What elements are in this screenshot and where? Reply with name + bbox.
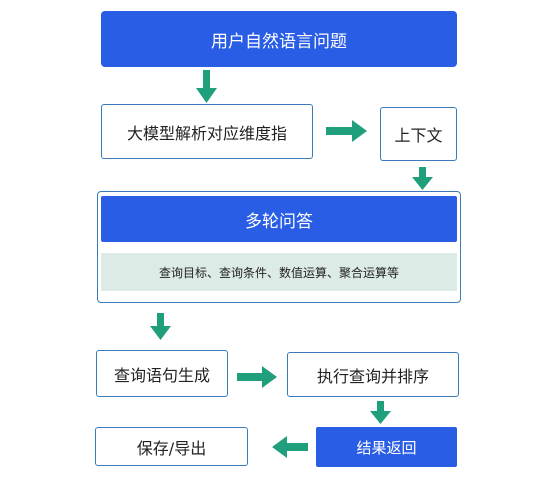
- exec-sort-node: 执行查询并排序: [287, 352, 459, 397]
- query-gen-node: 查询语句生成: [96, 350, 228, 397]
- arrow-parse-to-context: [326, 120, 367, 142]
- exec-sort-label: 执行查询并排序: [316, 366, 429, 386]
- user-question-node: 用户自然语言问题: [101, 11, 457, 67]
- llm-parse-node: 大模型解析对应维度指: [101, 104, 313, 159]
- multi-round-label: 多轮问答: [245, 211, 313, 232]
- save-export-node: 保存/导出: [95, 427, 248, 466]
- arrow-context-to-multi: [412, 167, 433, 190]
- result-return-label: 结果返回: [356, 438, 417, 457]
- arrow-query-to-exec: [237, 366, 277, 388]
- arrow-multi-to-query: [150, 313, 171, 340]
- query-gen-label: 查询语句生成: [113, 365, 210, 385]
- arrow-exec-to-result: [370, 401, 391, 424]
- result-return-node: 结果返回: [316, 427, 457, 467]
- multi-round-header: 多轮问答: [101, 196, 457, 242]
- context-node: 上下文: [380, 107, 457, 161]
- multi-round-detail-label: 查询目标、查询条件、数值运算、聚合运算等: [158, 265, 399, 280]
- save-export-label: 保存/导出: [136, 438, 207, 458]
- user-question-label: 用户自然语言问题: [211, 31, 347, 52]
- arrow-result-to-save: [272, 436, 308, 458]
- arrow-question-to-parse: [196, 70, 217, 103]
- multi-round-detail-band: 查询目标、查询条件、数值运算、聚合运算等: [101, 253, 457, 291]
- context-label: 上下文: [394, 126, 443, 145]
- multi-round-container: 多轮问答 查询目标、查询条件、数值运算、聚合运算等: [97, 191, 461, 303]
- llm-parse-label: 大模型解析对应维度指: [126, 123, 287, 143]
